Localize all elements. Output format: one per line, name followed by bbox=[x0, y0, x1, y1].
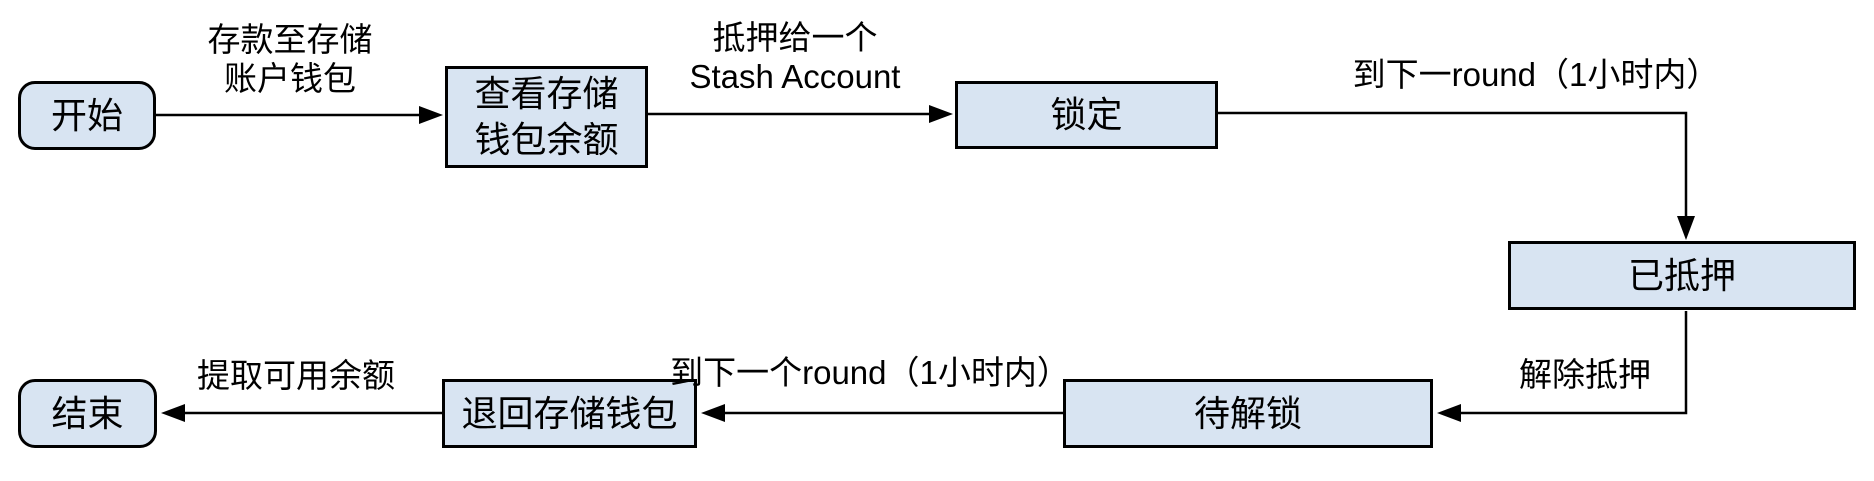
node-lock: 锁定 bbox=[955, 81, 1218, 149]
edge-unstake-line bbox=[1460, 311, 1688, 415]
node-pending-unlock: 待解锁 bbox=[1063, 379, 1433, 448]
edge-label-stake-to-stash: 抵押给一个 Stash Account bbox=[689, 19, 901, 95]
edge-label-withdraw: 提取可用余额 bbox=[197, 357, 395, 394]
edge-label-unstake: 解除抵押 bbox=[1519, 356, 1651, 393]
node-end: 结束 bbox=[18, 379, 157, 448]
edge-to-next-round-arrowhead bbox=[1677, 216, 1695, 240]
edge-deposit-arrowhead bbox=[419, 106, 443, 124]
node-staked: 已抵押 bbox=[1508, 241, 1856, 310]
edge-unstake-arrowhead bbox=[1437, 404, 1461, 422]
node-refund-wallet: 退回存储钱包 bbox=[442, 379, 697, 448]
node-start: 开始 bbox=[18, 81, 156, 150]
edge-to-next-round-line bbox=[1218, 111, 1688, 218]
edge-stake-to-stash-arrowhead bbox=[929, 105, 953, 123]
edge-label-to-next-round: 到下一round（1小时内） bbox=[1352, 56, 1720, 93]
edge-label-deposit: 存款至存储 账户钱包 bbox=[207, 21, 373, 97]
edge-label-to-next-round-2: 到下一个round（1小时内） bbox=[670, 354, 1070, 391]
edge-to-next-round-2-arrowhead bbox=[701, 404, 725, 422]
node-check-balance: 查看存储 钱包余额 bbox=[445, 66, 648, 168]
edge-withdraw-arrowhead bbox=[161, 404, 185, 422]
